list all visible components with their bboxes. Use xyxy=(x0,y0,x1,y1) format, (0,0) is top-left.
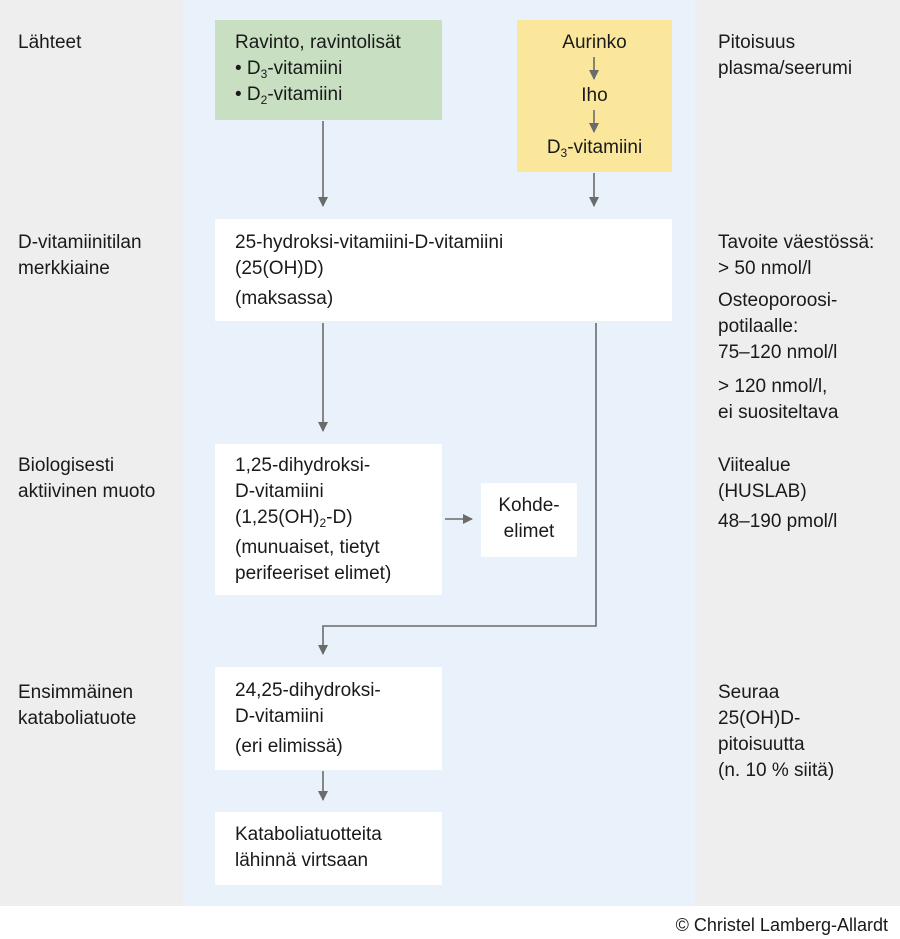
label-follows-line1: Seuraa xyxy=(718,682,780,703)
label-active-form-line2: aktiivinen muoto xyxy=(18,481,156,502)
diet-box: Ravinto, ravintolisät • D3-vitamiini • D… xyxy=(215,20,442,120)
label-not-recommended-line1: > 120 nmol/l, xyxy=(718,376,828,397)
label-concentration-line2: plasma/seerumi xyxy=(718,58,853,79)
calcidiol-box: 25-hydroksi-vitamiini-D-vitamiini (25(OH… xyxy=(215,219,672,321)
calcitriol-formula-prefix: (1,25(OH) xyxy=(235,507,320,528)
calcitriol-formula: (1,25(OH)2-D) xyxy=(235,505,442,531)
calcitriol-site-line1: (munuaiset, tietyt xyxy=(235,537,380,558)
label-follows: Seuraa 25(OH)D- pitoisuutta (n. 10 % sii… xyxy=(718,680,834,784)
diet-item-d3-suffix: -vitamiini xyxy=(267,58,343,79)
sun-box-d3-suffix: -vitamiini xyxy=(567,137,643,158)
dihydroxy-24-25-site: (eri elimissä) xyxy=(235,736,343,757)
diet-item-d2-prefix: • D xyxy=(235,84,261,105)
label-follows-line3: pitoisuutta xyxy=(718,734,805,755)
label-reference-range-line2: (HUSLAB) xyxy=(718,481,807,502)
target-organs-line1: Kohde- xyxy=(498,495,560,516)
label-status-marker-line1: D-vitamiinitilan xyxy=(18,232,142,253)
copyright-notice: © Christel Lamberg-Allardt xyxy=(675,915,888,935)
label-status-marker: D-vitamiinitilan merkkiaine xyxy=(18,230,142,282)
catabolites-line1: Kataboliatuotteita xyxy=(235,824,382,845)
arrow-calcidiol-to-dihydroxy xyxy=(318,323,597,655)
calcitriol-box: 1,25-dihydroksi- D-vitamiini (1,25(OH)2-… xyxy=(215,444,442,595)
diet-item-d2-suffix: -vitamiini xyxy=(267,84,343,105)
label-status-marker-line2: merkkiaine xyxy=(18,258,110,279)
diet-item-d2: • D2-vitamiini xyxy=(235,82,442,108)
dihydroxy-24-25-box: 24,25-dihydroksi- D-vitamiini (eri elimi… xyxy=(215,667,442,770)
label-not-recommended: > 120 nmol/l, ei suositeltava xyxy=(718,374,838,426)
calcitriol-formula-suffix: -D) xyxy=(326,507,353,528)
sun-box: Aurinko Iho D3-vitamiini xyxy=(517,20,672,172)
label-reference-range-line1: Viitealue xyxy=(718,455,791,476)
sun-box-d3: D3-vitamiini xyxy=(517,135,672,161)
calcidiol-site: (maksassa) xyxy=(235,288,334,309)
label-first-catabolite: Ensimmäinen kataboliatuote xyxy=(18,680,136,732)
label-target-population-line2: > 50 nmol/l xyxy=(718,258,812,279)
label-reference-range-line3: 48–190 pmol/l xyxy=(718,511,838,532)
calcitriol-site-line2: perifeeriset elimet) xyxy=(235,563,392,584)
diet-item-d3-sub: 3 xyxy=(260,67,268,81)
target-organs-line2: elimet xyxy=(503,521,555,542)
label-concentration: Pitoisuus plasma/seerumi xyxy=(718,30,852,82)
label-active-form-line1: Biologisesti xyxy=(18,455,115,476)
label-osteoporosis-line2: potilaalle: xyxy=(718,316,799,337)
label-not-recommended-line2: ei suositeltava xyxy=(718,402,839,423)
diet-item-d2-sub: 2 xyxy=(260,93,268,107)
calcidiol-name: 25-hydroksi-vitamiini-D-vitamiini xyxy=(235,232,504,253)
calcitriol-name-line2: D-vitamiini xyxy=(235,481,324,502)
sun-box-skin: Iho xyxy=(581,85,608,106)
label-target-population: Tavoite väestössä: > 50 nmol/l xyxy=(718,230,874,282)
label-osteoporosis: Osteoporoosi- potilaalle: 75–120 nmol/l xyxy=(718,288,837,366)
catabolites-box: Kataboliatuotteita lähinnä virtsaan xyxy=(215,812,442,885)
dihydroxy-24-25-line1: 24,25-dihydroksi- xyxy=(235,680,381,701)
label-sources: Lähteet xyxy=(18,30,81,56)
target-organs-box: Kohde- elimet xyxy=(481,483,577,557)
diet-item-d3: • D3-vitamiini xyxy=(235,56,442,82)
label-active-form: Biologisesti aktiivinen muoto xyxy=(18,453,155,505)
calcitriol-name-line1: 1,25-dihydroksi- xyxy=(235,455,371,476)
label-first-catabolite-line1: Ensimmäinen xyxy=(18,682,134,703)
label-osteoporosis-line3: 75–120 nmol/l xyxy=(718,342,838,363)
label-follows-line4: (n. 10 % siitä) xyxy=(718,760,835,781)
label-follows-line2: 25(OH)D- xyxy=(718,708,801,729)
label-concentration-line1: Pitoisuus xyxy=(718,32,796,53)
sun-box-d3-sub: 3 xyxy=(560,146,568,160)
calcidiol-abbrev: (25(OH)D) xyxy=(235,258,324,279)
label-target-population-line1: Tavoite väestössä: xyxy=(718,232,875,253)
label-osteoporosis-line1: Osteoporoosi- xyxy=(718,290,838,311)
calcitriol-formula-sub: 2 xyxy=(319,516,327,530)
catabolites-line2: lähinnä virtsaan xyxy=(235,850,369,871)
sun-box-d3-prefix: D xyxy=(546,137,561,158)
flow-arrows xyxy=(318,57,599,801)
label-first-catabolite-line2: kataboliatuote xyxy=(18,708,137,729)
dihydroxy-24-25-line2: D-vitamiini xyxy=(235,706,324,727)
label-sources-text: Lähteet xyxy=(18,32,82,53)
diet-item-d3-prefix: • D xyxy=(235,58,261,79)
sun-box-sun: Aurinko xyxy=(562,32,627,53)
diet-box-title: Ravinto, ravintolisät xyxy=(235,32,401,53)
label-reference-range: Viitealue (HUSLAB) 48–190 pmol/l xyxy=(718,453,837,535)
